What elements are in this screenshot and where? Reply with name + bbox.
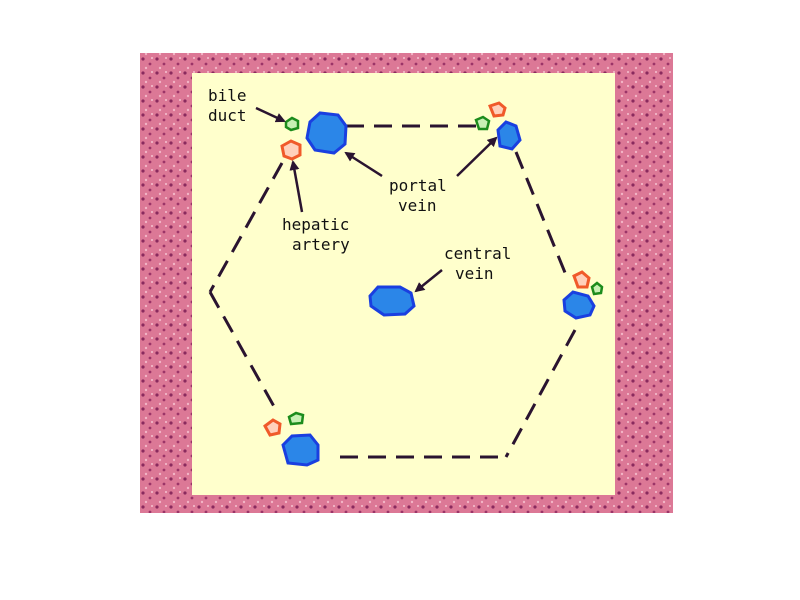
bile-duct-shape <box>287 411 305 426</box>
label-portal-vein-line2: vein <box>398 196 437 215</box>
hepatic-artery-shape <box>263 418 282 437</box>
label-central-vein-line1: central <box>444 244 511 263</box>
label-hepatic-artery-line1: hepatic <box>282 215 349 234</box>
arrow-portal-vein-left <box>344 151 383 178</box>
label-bile-duct-line2: duct <box>208 106 247 125</box>
label-portal-vein-line1: portal <box>389 176 447 195</box>
arrow-central-vein <box>414 269 443 293</box>
arrow-hepatic-artery <box>289 160 304 213</box>
boundary-upper-right <box>514 151 570 281</box>
central-vein-shape <box>368 285 416 317</box>
hepatic-artery-shape <box>488 101 507 118</box>
hepatic-artery-shape <box>280 139 302 161</box>
label-portal-vein: portal vein <box>389 176 456 215</box>
bile-duct-shape <box>284 116 300 132</box>
bile-duct-shape <box>474 115 491 131</box>
hepatic-artery-shape <box>572 270 591 289</box>
label-bile-duct: bile duct <box>208 86 256 125</box>
label-hepatic-artery: hepatic artery <box>282 215 359 254</box>
label-hepatic-artery-line2: artery <box>292 235 350 254</box>
diagram-panel <box>192 73 615 495</box>
portal-triad-top-left <box>280 111 348 161</box>
portal-triad-bottom-left <box>263 411 320 467</box>
lobule-boundary <box>208 124 577 459</box>
boundary-lower-right <box>504 329 577 458</box>
label-central-vein: central vein <box>444 244 521 283</box>
arrow-portal-vein-right <box>456 136 498 177</box>
boundary-upper-left <box>208 162 284 293</box>
label-central-vein-line2: vein <box>455 264 494 283</box>
boundary-lower-left <box>208 291 278 411</box>
portal-triad-right <box>562 270 604 320</box>
portal-triad-top-right <box>474 101 522 151</box>
pointer-arrows <box>255 106 498 293</box>
bile-duct-shape <box>590 281 604 296</box>
portal-vein-shape <box>281 433 320 467</box>
label-bile-duct-line1: bile <box>208 86 247 105</box>
portal-vein-shape <box>305 111 348 155</box>
arrow-bile-duct <box>255 106 286 123</box>
portal-vein-shape <box>562 290 596 320</box>
portal-vein-shape <box>496 120 522 151</box>
